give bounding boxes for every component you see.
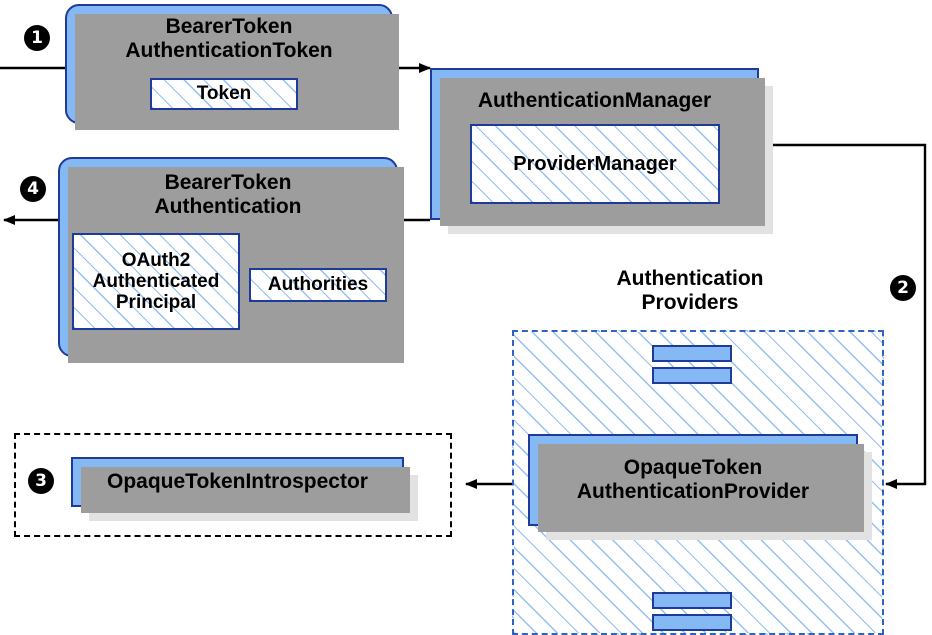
- node-provider-manager-label: ProviderManager: [513, 152, 677, 175]
- node-token[interactable]: Token: [150, 78, 298, 110]
- opaque-token-introspector-group: [14, 433, 452, 537]
- authentication-providers-title: Authentication Providers: [560, 267, 820, 314]
- step-marker-4-number: 4: [27, 178, 39, 199]
- node-authentication-manager-label: AuthenticationManager: [477, 89, 712, 112]
- node-token-label: Token: [196, 83, 252, 104]
- node-bearer-token-authentication-token-label: BearerToken AuthenticationToken: [125, 15, 333, 62]
- provider-stack-bar-bottom-2: [652, 614, 732, 631]
- node-authorities[interactable]: Authorities: [249, 268, 387, 302]
- step-marker-3: 3: [28, 468, 54, 494]
- node-opaque-token-authentication-provider-label: OpaqueToken AuthenticationProvider: [576, 456, 810, 503]
- step-marker-2: 2: [890, 275, 916, 301]
- provider-stack-bar-top-1: [652, 345, 732, 362]
- node-authorities-label: Authorities: [267, 274, 369, 295]
- provider-stack-bar-top-2: [652, 367, 732, 384]
- edge-manager-to-provider: [759, 143, 927, 489]
- node-oauth2-authenticated-principal[interactable]: OAuth2 Authenticated Principal: [72, 233, 240, 330]
- node-opaque-token-authentication-provider[interactable]: OpaqueToken AuthenticationProvider: [528, 434, 872, 540]
- step-marker-4: 4: [20, 176, 46, 202]
- node-opaque-token-introspector[interactable]: OpaqueTokenIntrospector: [71, 457, 418, 521]
- step-marker-2-number: 2: [897, 277, 909, 298]
- node-bearer-token-authentication-label: BearerToken Authentication: [154, 171, 302, 218]
- node-oauth2-authenticated-principal-label: OAuth2 Authenticated Principal: [92, 249, 220, 314]
- authentication-providers-title-text: Authentication Providers: [616, 267, 764, 314]
- node-opaque-token-introspector-label: OpaqueTokenIntrospector: [107, 470, 368, 493]
- step-marker-3-number: 3: [35, 470, 47, 491]
- step-marker-1: 1: [24, 25, 50, 51]
- step-marker-1-number: 1: [31, 27, 43, 48]
- node-bearer-token-authentication-token[interactable]: BearerToken AuthenticationToken: [65, 4, 399, 130]
- provider-stack-bar-bottom-1: [652, 592, 732, 609]
- node-provider-manager[interactable]: ProviderManager: [470, 124, 720, 204]
